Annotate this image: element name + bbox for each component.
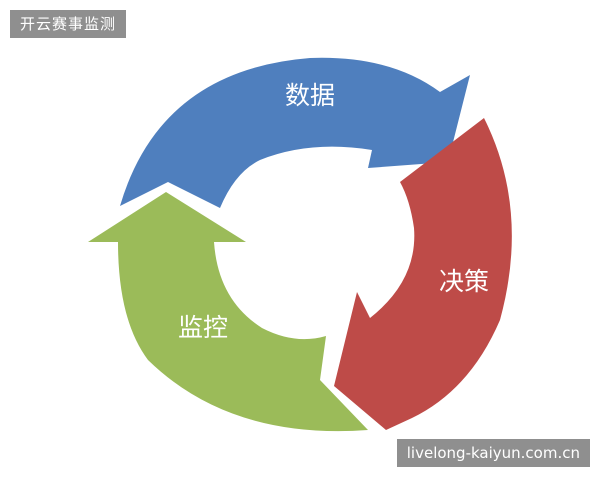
decision-arrow-shape	[334, 118, 512, 430]
data-label: 数据	[285, 81, 335, 110]
watermark-badge-bottom: livelong-kaiyun.com.cn	[396, 439, 590, 467]
data-arrow	[120, 57, 470, 209]
monitor-arrow	[88, 192, 368, 432]
watermark-badge-top: 开云赛事监测	[10, 10, 127, 38]
monitor-label: 监控	[178, 313, 228, 342]
decision-arrow	[334, 118, 512, 430]
data-arrow-shape	[120, 57, 470, 209]
decision-label: 决策	[439, 267, 489, 296]
monitor-arrow-shape	[88, 192, 368, 432]
